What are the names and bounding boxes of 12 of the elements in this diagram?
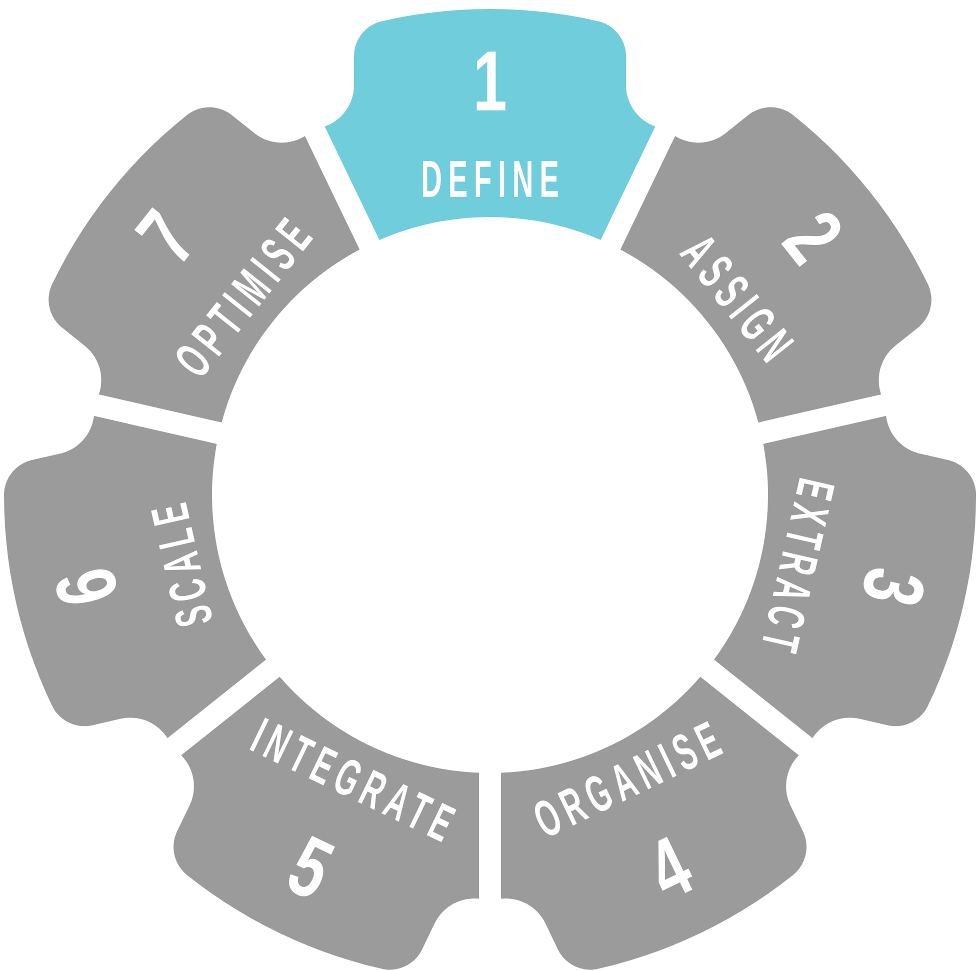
gear-segment [174,676,479,970]
step-number: 6 [56,569,116,604]
step-number: 1 [476,52,506,110]
step-label: EXTRACT [762,478,835,654]
step-label: DEFINE [422,161,558,197]
step-label: SCALE [151,502,212,626]
gear-segment [620,107,932,422]
step-number: 4 [658,836,692,894]
gear-segment [48,107,360,422]
gear-segment [501,676,806,970]
gear-segment [324,8,656,240]
step-number: 3 [864,568,924,604]
